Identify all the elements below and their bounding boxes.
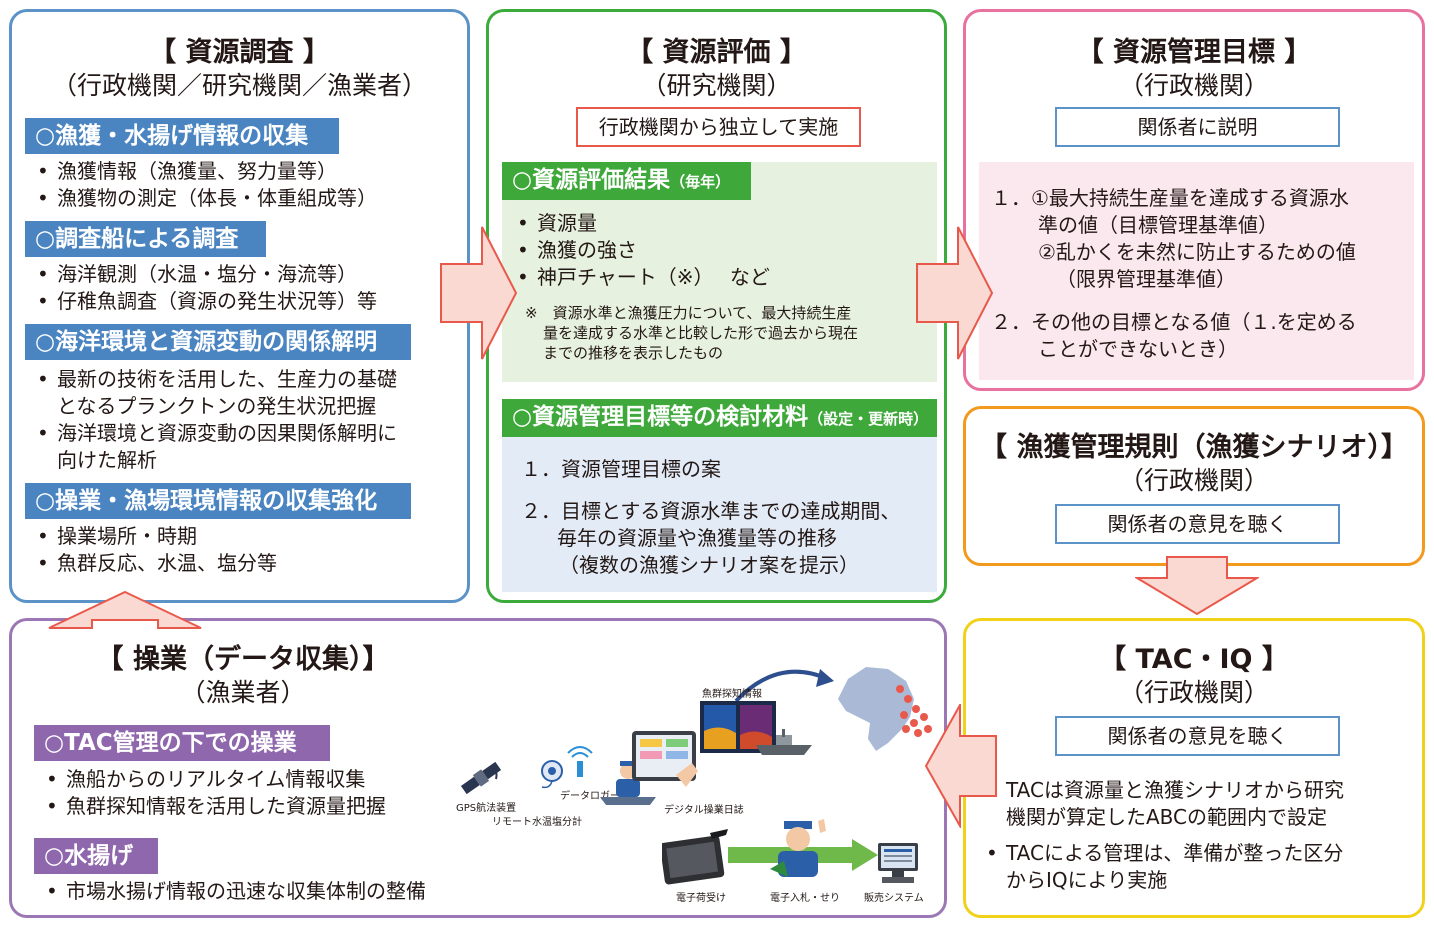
rule-subtitle: （行政機関）: [1118, 466, 1269, 495]
operation-title: 【 操業（データ収集）】: [96, 644, 390, 675]
target-line: １．①最大持続生産量を達成する資源水: [991, 186, 1349, 210]
target-line: ②乱かくを未然に防止するための値: [1038, 240, 1356, 264]
survey-subtitle: （行政機関／研究機関／漁業者）: [51, 71, 427, 100]
survey-item: 最新の技術を活用した、生産力の基礎: [37, 366, 397, 393]
op-landing-heading: ○水揚げ: [34, 838, 158, 874]
sales-system-icon: [878, 843, 918, 883]
survey-item: 漁獲物の測定（体長・体重組成等）: [37, 185, 377, 212]
results-heading-small: （毎年）: [670, 173, 731, 191]
survey-heading-env: ○海洋環境と資源変動の関係解明: [25, 324, 411, 360]
digital-logbook-icon: [632, 731, 698, 787]
gps-satellite-icon: [460, 761, 502, 795]
op-tac-item: 魚群探知情報を活用した資源量把握: [46, 793, 386, 820]
material-heading: ○資源管理目標等の検討材料（設定・更新時）: [502, 399, 937, 437]
tac-title: 【 TAC・IQ 】: [1099, 644, 1289, 675]
independent-box: 行政機関から独立して実施: [576, 107, 861, 147]
survey-item-cont: 向けた解析: [57, 448, 157, 472]
results-item: 漁獲の強さ: [517, 237, 637, 264]
target-area: [979, 162, 1414, 380]
target-line: （限界管理基準値）: [1056, 267, 1236, 291]
japan-map-icon: [838, 667, 932, 751]
explain-box: 関係者に説明: [1055, 107, 1340, 147]
logbook-label: デジタル操業日誌: [664, 805, 744, 816]
curve-arrow-icon: [734, 669, 834, 703]
survey-panel: 【 資源調査 】 （行政機関／研究機関／漁業者） ○漁獲・水揚げ情報の収集 漁獲…: [9, 9, 470, 603]
op-tac-item: 漁船からのリアルタイム情報収集: [46, 766, 365, 793]
op-tac-heading: ○TAC管理の下での操業: [34, 725, 330, 761]
operation-subtitle: （漁業者）: [180, 678, 306, 707]
material-item: １．資源管理目標の案: [521, 457, 721, 481]
survey-item: 魚群反応、水温、塩分等: [37, 550, 277, 577]
survey-item: 仔稚魚調査（資源の発生状況等）等: [37, 288, 377, 315]
survey-title: 【 資源調査 】: [149, 37, 330, 68]
target-line: ２．その他の目標となる値（１.を定める: [991, 310, 1357, 334]
data-logger-icon: [567, 746, 593, 777]
material-item: （複数の漁獲シナリオ案を提示）: [559, 553, 859, 577]
assessment-title: 【 資源評価 】: [626, 37, 807, 68]
rule-title: 【 漁獲管理規則（漁獲シナリオ）】: [980, 432, 1408, 463]
tablet-label: 電子荷受け: [676, 893, 726, 904]
tac-item-cont: からIQにより実施: [1006, 868, 1168, 892]
sales-label: 販売システム: [864, 893, 924, 904]
electronic-tablet-icon: [662, 829, 728, 885]
tac-hear-box: 関係者の意見を聴く: [1055, 716, 1340, 756]
results-note: ※ 資源水準と漁獲圧力について、最大持続生産: [525, 304, 852, 322]
survey-item: 海洋観測（水温・塩分・海流等）: [37, 261, 357, 288]
tac-subtitle: （行政機関）: [1118, 678, 1269, 707]
assessment-panel: 【 資源評価 】 （研究機関） 行政機関から独立して実施 ○資源評価結果（毎年）…: [486, 9, 947, 603]
target-panel: 【 資源管理目標 】 （行政機関） 関係者に説明 １．①最大持続生産量を達成する…: [963, 9, 1425, 391]
material-heading-small: （設定・更新時）: [808, 410, 929, 428]
remote-label: リモート水温塩分計: [492, 817, 582, 828]
auctioneer-icon: [770, 819, 826, 877]
results-note: 量を達成する水準と比較した形で過去から現在: [543, 324, 859, 342]
arrow-rule-to-tac: [1135, 556, 1259, 616]
op-landing-item: 市場水揚げ情報の迅速な収集体制の整備: [46, 878, 426, 905]
remote-sensor-icon: [541, 760, 563, 789]
fishing-boat-icon: [756, 729, 812, 755]
material-item: ２．目標とする資源水準までの達成期間、: [521, 499, 901, 523]
results-item: 神戸チャート（※） など: [517, 264, 770, 291]
target-line: 準の値（目標管理基準値）: [1038, 213, 1278, 237]
arrow-tac-to-operation: [924, 704, 997, 828]
survey-heading-catch: ○漁獲・水揚げ情報の収集: [25, 118, 339, 154]
fishfinder-screen-icon: [700, 701, 776, 753]
survey-item: 海洋環境と資源変動の因果関係解明に: [37, 420, 397, 447]
rule-panel: 【 漁獲管理規則（漁獲シナリオ）】 （行政機関） 関係者の意見を聴く: [963, 406, 1425, 566]
results-heading: ○資源評価結果（毎年）: [502, 162, 751, 200]
tac-item: TACは資源量と漁獲シナリオから研究: [986, 777, 1344, 804]
tac-panel: 【 TAC・IQ 】 （行政機関） 関係者の意見を聴く TACは資源量と漁獲シナ…: [963, 618, 1425, 918]
survey-heading-vessel: ○調査船による調査: [25, 221, 266, 257]
rule-hear-box: 関係者の意見を聴く: [1055, 504, 1340, 544]
datalogger-label: データロガー: [560, 791, 620, 802]
target-line: ことができないとき）: [1038, 337, 1238, 361]
target-subtitle: （行政機関）: [1118, 71, 1269, 100]
fisherman-icon: [600, 761, 656, 805]
arrow-operation-to-survey: [48, 590, 202, 629]
target-title: 【 資源管理目標 】: [1076, 37, 1312, 68]
arrow-survey-to-assessment: [440, 226, 518, 360]
survey-item: 操業場所・時期: [37, 523, 197, 550]
operation-panel: 【 操業（データ収集）】 （漁業者） ○TAC管理の下での操業 漁船からのリアル…: [9, 618, 947, 918]
fishfinder-label: 魚群探知情報: [702, 689, 762, 700]
survey-item-cont: となるプランクトンの発生状況把握: [57, 394, 377, 418]
gps-label: GPS航法装置: [456, 803, 517, 814]
results-item: 資源量: [517, 210, 597, 237]
material-item: 毎年の資源量や漁獲量等の推移: [557, 526, 837, 550]
results-note: までの推移を表示したもの: [543, 344, 724, 362]
survey-item: 漁獲情報（漁獲量、努力量等）: [37, 158, 337, 185]
arrow-assessment-to-target: [916, 226, 994, 360]
auction-label: 電子入札・せり: [770, 893, 840, 904]
assessment-subtitle: （研究機関）: [641, 71, 792, 100]
tac-item: TACによる管理は、準備が整った区分: [986, 840, 1343, 867]
tac-item-cont: 機関が算定したABCの範囲内で設定: [1006, 805, 1328, 829]
survey-heading-operation: ○操業・漁場環境情報の収集強化: [25, 483, 411, 519]
